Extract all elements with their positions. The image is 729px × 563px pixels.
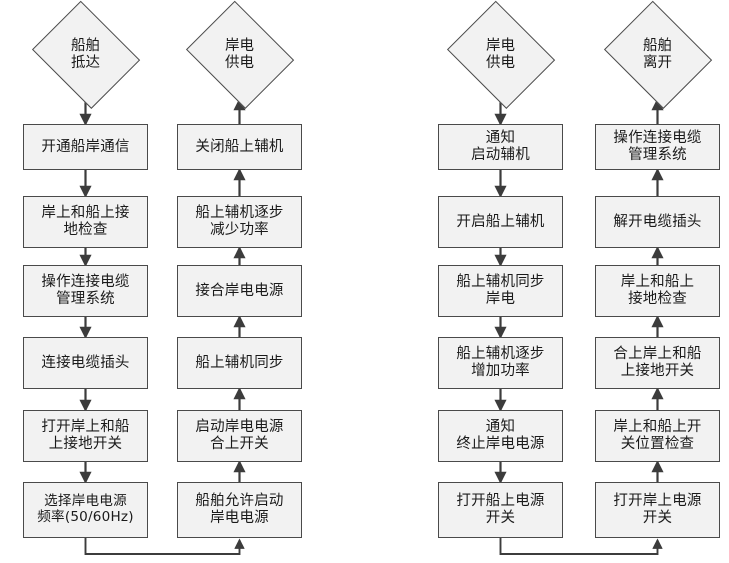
link-col3-to-col4 — [499, 538, 663, 555]
node-col3-step1[interactable]: 通知 启动辅机 — [438, 124, 563, 170]
start-node-col2[interactable]: 岸电 供电 — [180, 0, 299, 110]
node-col3-step6[interactable]: 打开船上电源 开关 — [438, 482, 563, 538]
node-col2-step1-label: 关闭船上辅机 — [195, 138, 284, 155]
node-col1-step1-label: 开通船岸通信 — [41, 138, 130, 155]
node-col2-step1[interactable]: 关闭船上辅机 — [177, 124, 302, 170]
node-col3-step6-label: 打开船上电源 开关 — [456, 493, 545, 526]
node-col1-step3-label: 操作连接电缆 管理系统 — [41, 274, 130, 307]
node-col2-step5[interactable]: 启动岸电电源 合上开关 — [177, 410, 302, 462]
node-col2-step3-label: 接合岸电电源 — [195, 282, 284, 299]
node-col3-step4-label: 船上辅机逐步 增加功率 — [456, 346, 545, 379]
node-col1-step1[interactable]: 开通船岸通信 — [23, 124, 148, 170]
node-col2-step4[interactable]: 船上辅机同步 — [177, 337, 302, 389]
node-col4-step6[interactable]: 打开岸上电源 开关 — [595, 482, 720, 538]
node-col1-step2[interactable]: 岸上和船上接 地检查 — [23, 196, 148, 248]
node-col3-step5-label: 通知 终止岸电电源 — [456, 419, 545, 452]
node-col2-step5-label: 启动岸电电源 合上开关 — [195, 419, 284, 452]
node-col3-step3-label: 船上辅机同步 岸电 — [456, 274, 545, 307]
node-col3-step1-label: 通知 启动辅机 — [471, 130, 530, 163]
node-col4-step1-label: 操作连接电缆 管理系统 — [613, 130, 702, 163]
node-col2-step6[interactable]: 船舶允许启动 岸电电源 — [177, 482, 302, 538]
node-col1-step6[interactable]: 选择岸电电源 频率(50/60Hz) — [23, 482, 148, 538]
start-node-col3[interactable]: 岸电 供电 — [441, 0, 560, 110]
node-col4-step4[interactable]: 合上岸上和船 上接地开关 — [595, 337, 720, 389]
node-col3-step2-label: 开启船上辅机 — [456, 213, 545, 230]
node-col3-step4[interactable]: 船上辅机逐步 增加功率 — [438, 337, 563, 389]
node-col4-step5[interactable]: 岸上和船上开 关位置检查 — [595, 410, 720, 462]
node-col1-step4[interactable]: 连接电缆插头 — [23, 337, 148, 389]
start-node-col1[interactable]: 船舶 抵达 — [26, 0, 145, 110]
node-col4-step3[interactable]: 岸上和船上 接地检查 — [595, 265, 720, 317]
node-col3-step5[interactable]: 通知 终止岸电电源 — [438, 410, 563, 462]
node-col4-step2[interactable]: 解开电缆插头 — [595, 196, 720, 248]
node-col1-step5[interactable]: 打开岸上和船 上接地开关 — [23, 410, 148, 462]
node-col4-step6-label: 打开岸上电源 开关 — [613, 493, 702, 526]
node-col1-step4-label: 连接电缆插头 — [41, 354, 130, 371]
start-node-col4-label: 船舶 离开 — [643, 37, 672, 71]
node-col1-step5-label: 打开岸上和船 上接地开关 — [41, 419, 130, 452]
node-col2-step4-label: 船上辅机同步 — [195, 354, 284, 371]
node-col4-step5-label: 岸上和船上开 关位置检查 — [613, 419, 702, 452]
node-col1-step2-label: 岸上和船上接 地检查 — [41, 205, 130, 238]
start-node-col4[interactable]: 船舶 离开 — [598, 0, 717, 110]
node-col4-step3-label: 岸上和船上 接地检查 — [620, 274, 695, 307]
node-col1-step6-label: 选择岸电电源 频率(50/60Hz) — [37, 493, 134, 525]
start-node-col3-label: 岸电 供电 — [486, 37, 515, 71]
node-col4-step4-label: 合上岸上和船 上接地开关 — [613, 346, 702, 379]
node-col4-step2-label: 解开电缆插头 — [613, 213, 702, 230]
node-col2-step2-label: 船上辅机逐步 减少功率 — [195, 205, 284, 238]
node-col3-step2[interactable]: 开启船上辅机 — [438, 196, 563, 248]
start-node-col2-label: 岸电 供电 — [225, 37, 254, 71]
node-col2-step6-label: 船舶允许启动 岸电电源 — [195, 493, 284, 526]
node-col3-step3[interactable]: 船上辅机同步 岸电 — [438, 265, 563, 317]
node-col2-step2[interactable]: 船上辅机逐步 减少功率 — [177, 196, 302, 248]
node-col1-step3[interactable]: 操作连接电缆 管理系统 — [23, 265, 148, 317]
link-col1-to-col2 — [84, 538, 245, 555]
start-node-col1-label: 船舶 抵达 — [71, 37, 100, 71]
node-col2-step3[interactable]: 接合岸电电源 — [177, 265, 302, 317]
node-col4-step1[interactable]: 操作连接电缆 管理系统 — [595, 124, 720, 170]
